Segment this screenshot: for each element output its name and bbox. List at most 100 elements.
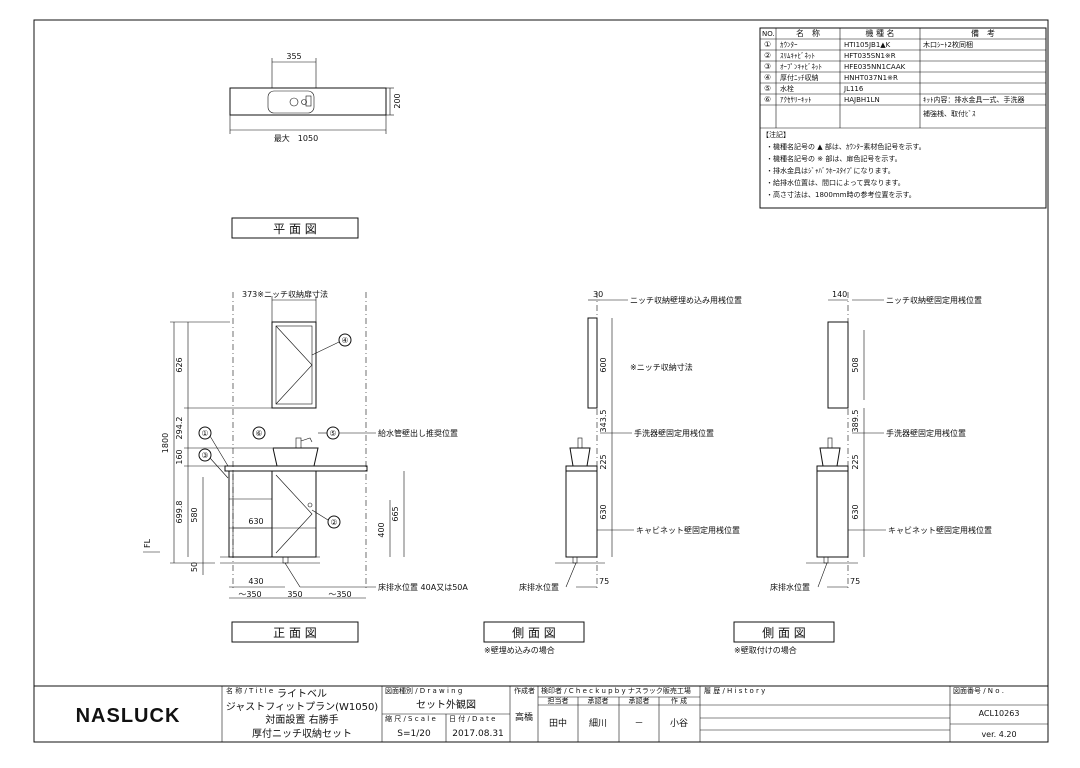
callout-side2-drain: 床排水位置	[770, 582, 810, 592]
hand-sink-bowl	[272, 447, 319, 467]
dim-1800: 1800	[161, 433, 170, 453]
table-row: ① ｶｳﾝﾀｰ HTI105JB1▲K 木口ｼｰﾄ2枚同梱	[764, 40, 973, 49]
table-cell: ②	[764, 51, 771, 60]
side-view-embedded: 30 ニッチ収納壁埋め込み用桟位置 600 ※ニッチ収納寸法 343.5 手洗器…	[483, 290, 742, 655]
dim-665: 665	[391, 506, 400, 521]
parts-table: NO. 名 称 機 種 名 備 考 ① ｶｳﾝﾀｰ HTI105JB1▲K 木口…	[759, 27, 1047, 209]
side1-label-box	[483, 621, 585, 643]
table-cell: 木口ｼｰﾄ2枚同梱	[923, 40, 973, 49]
dim-side1-75: 75	[599, 577, 609, 586]
table-header-no: NO.	[762, 30, 775, 38]
table-row: ⑥ ｱｸｾｻﾘｰｷｯﾄ HAJBH1LN ｷｯﾄ内容：排水金具一式、手洗器 補強…	[764, 95, 1025, 118]
check-caption: 検印者 / C h e c k u p b y ナスラック販売工場	[541, 686, 691, 695]
plan-view: 355 200 最大 1050 平 面 図	[229, 52, 402, 239]
callout-side2-niche: ニッチ収納壁固定用桟位置	[886, 295, 982, 305]
drawing-no-caption: 図面番号 / N o .	[953, 687, 1004, 695]
dim-side1-630: 630	[599, 504, 608, 519]
version: ver. 4.20	[981, 730, 1016, 739]
notes-title: 【注記】	[762, 130, 790, 139]
dim-350-left: ～350	[238, 590, 261, 599]
table-cell: ｷｯﾄ内容：排水金具一式、手洗器	[923, 95, 1025, 104]
table-row: ④ 厚付ﾆｯﾁ収納 HNHT037N1※R	[764, 73, 898, 82]
history-caption: 履 歴 / H i s t o r y	[704, 687, 765, 695]
dim-plan-1050: 最大 1050	[274, 133, 318, 143]
niche-cabinet	[271, 321, 317, 409]
table-row: ⑤ 水栓 JL116	[764, 84, 864, 93]
table-cell: ｱｸｾｻﾘｰｷｯﾄ	[780, 96, 812, 104]
table-cell: JL116	[843, 85, 864, 93]
check-header: 承認者	[588, 696, 609, 705]
callout-floor-drain: 床排水位置 40A又は50A	[378, 582, 468, 592]
callout-side1-drain: 床排水位置	[519, 582, 559, 592]
front-view-label: 正 面 図	[273, 626, 317, 640]
dim-plan-355: 355	[286, 52, 301, 61]
slim-cabinet	[271, 470, 317, 558]
side1-cabinet	[565, 470, 598, 558]
dim-580: 580	[190, 507, 199, 522]
dim-430: 430	[248, 577, 263, 586]
dim-350: 350	[287, 590, 302, 599]
nasluck-logo: NASLUCK	[76, 705, 181, 727]
dim-630: 630	[248, 517, 263, 526]
table-cell: ｵｰﾌﾟﾝｷｬﾋﾞﾈｯﾄ	[780, 63, 822, 71]
title-line-2: ジャストフィットプラン(W1050)	[226, 701, 379, 713]
table-row: ③ ｵｰﾌﾟﾝｷｬﾋﾞﾈｯﾄ HFE035NN1CAAK	[764, 62, 906, 71]
dim-294: 294.2	[175, 417, 184, 440]
table-row: ② ｽﾘﾑｷｬﾋﾞﾈｯﾄ HFT035SN1※R	[764, 51, 896, 60]
side2-sublabel: ※壁取付けの場合	[734, 645, 797, 655]
table-cell: HAJBH1LN	[844, 96, 880, 104]
callout-side1-sink: 手洗器壁固定用桟位置	[634, 428, 714, 438]
table-header-note: 備 考	[971, 28, 995, 38]
marker-5: ⑤	[329, 429, 336, 438]
table-cell: HFT035SN1※R	[844, 52, 896, 60]
dim-side2-630: 630	[851, 504, 860, 519]
table-cell: HNHT037N1※R	[844, 74, 898, 82]
plan-view-label-box	[231, 217, 359, 239]
checker-name: －	[634, 719, 643, 729]
title-block: NASLUCK 名 称 / T i t l e ライトベル ジャストフィットプラ…	[34, 685, 1048, 742]
callout-side1-cabinet: キャビネット壁固定用桟位置	[636, 525, 740, 535]
note-line: ・排水金具はｼﾞｬﾊﾞﾗﾎｰｽﾀｲﾌﾟになります。	[766, 166, 895, 175]
date-caption: 日 付 / D a t e	[449, 714, 495, 723]
plan-counter	[229, 87, 387, 116]
check-header: 担当者	[548, 696, 569, 705]
plan-sink-bowl	[267, 90, 315, 114]
dim-side1-343: 343.5	[599, 410, 608, 433]
marker-6: ⑥	[255, 429, 262, 438]
marker-4: ④	[341, 336, 348, 345]
scale-caption: 縮 尺 / S c a l e	[385, 714, 436, 723]
dim-side1-30: 30	[593, 290, 603, 299]
marker-3: ③	[201, 451, 208, 460]
title-caption: 名 称 / T i t l e	[226, 686, 273, 695]
table-cell: ⑥	[764, 95, 771, 104]
scale-value: S=1/20	[397, 729, 431, 739]
marker-1: ①	[201, 429, 208, 438]
dim-niche-width: 373※ニッチ収納扉寸法	[242, 289, 328, 299]
drawing-caption: 図面種別 / D r a w i n g	[385, 686, 462, 695]
drawing-type: セット外観図	[416, 698, 476, 711]
table-cell: 補強桟、取付ﾋﾞｽ	[923, 109, 976, 118]
dim-side1-225: 225	[599, 454, 608, 469]
side1-niche	[587, 317, 598, 409]
table-cell: ｶｳﾝﾀｰ	[780, 41, 798, 49]
note-line: ・機種名記号の ※ 部は、扉色記号を示す。	[766, 154, 902, 163]
callout-water-pipe: 給水管壁出し推奨位置	[378, 428, 458, 438]
note-line: ・高さ寸法は、1800mm時の参考位置を示す。	[766, 190, 916, 199]
dim-side2-75: 75	[850, 577, 860, 586]
front-view-label-box	[231, 621, 359, 643]
plan-view-label: 平 面 図	[273, 222, 317, 236]
sheet-border	[33, 19, 1049, 743]
table-cell: ①	[764, 40, 771, 49]
table-cell: ⑤	[764, 84, 771, 93]
dim-699: 699.8	[175, 501, 184, 524]
note-line: ・機種名記号の ▲ 部は、ｶｳﾝﾀｰ素材色記号を示す。	[766, 142, 926, 151]
side1-sink	[569, 447, 591, 467]
side-view-wall-mounted: 140 ニッチ収納壁固定用桟位置 508 389.5 手洗器壁固定用桟位置 22…	[733, 290, 992, 655]
table-cell: ｽﾘﾑｷｬﾋﾞﾈｯﾄ	[780, 52, 815, 60]
dim-626: 626	[175, 357, 184, 372]
table-header-model: 機 種 名	[865, 28, 894, 38]
side1-sublabel: ※壁埋め込みの場合	[484, 645, 555, 655]
dim-side2-140: 140	[832, 290, 847, 299]
callout-side2-sink: 手洗器壁固定用桟位置	[886, 428, 966, 438]
table-header-name: 名 称	[796, 28, 820, 38]
